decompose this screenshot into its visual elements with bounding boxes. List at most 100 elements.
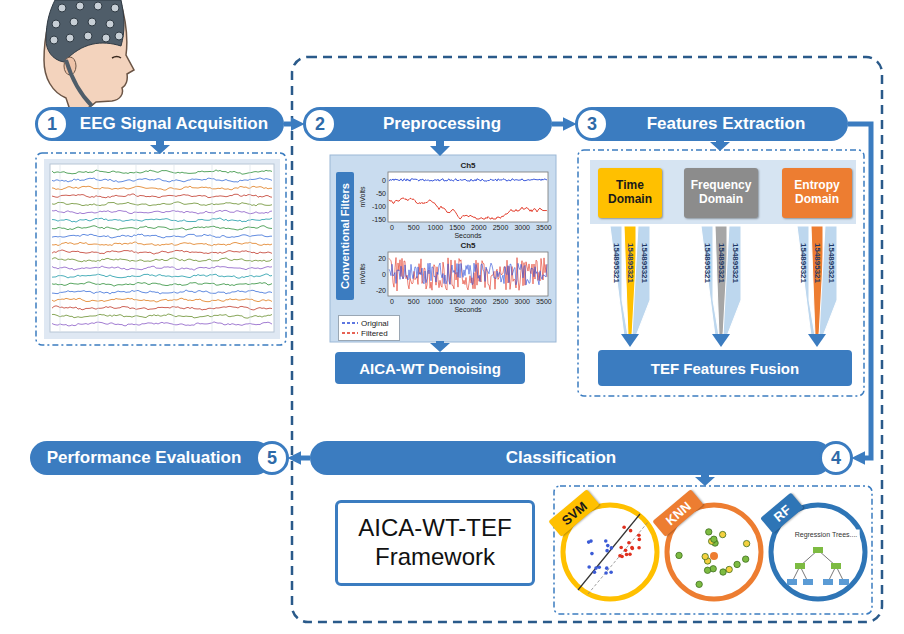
flow-arrow — [299, 456, 310, 461]
node-text: Time Domain — [600, 179, 660, 207]
chart-label: 2000 — [471, 298, 487, 305]
chart-label: Ch5 — [460, 162, 475, 170]
node-text: 5 — [267, 448, 277, 469]
down-arrow — [710, 140, 730, 151]
domain-box: Frequency Domain — [684, 168, 758, 218]
step-banner: EEG Signal Acquisition — [40, 107, 284, 141]
flow-arrow — [552, 122, 565, 127]
eeg-trace — [52, 306, 272, 310]
eeg-trace — [52, 210, 272, 214]
down-arrow — [430, 140, 450, 156]
eeg-trace — [52, 218, 272, 222]
step-number: 4 — [819, 441, 853, 475]
grid-line — [250, 165, 251, 331]
svm-point — [627, 541, 631, 545]
svm-point — [605, 549, 609, 553]
feature-funnels — [610, 226, 837, 347]
domain-panel — [590, 160, 856, 224]
down-arrow — [430, 341, 450, 352]
chart-label: 3500 — [536, 298, 552, 305]
funnel-arrow — [712, 334, 730, 347]
eye — [112, 57, 121, 59]
node-text: TEF Features Fusion — [651, 360, 799, 377]
rotated-label: 154895321 — [640, 243, 648, 283]
chart-label: 500 — [408, 298, 420, 305]
node-text: Conventional Filters — [339, 183, 351, 289]
framework-box: AICA-WT-TEF Framework — [335, 500, 535, 586]
svm-point — [597, 566, 601, 570]
node-text: 4 — [831, 448, 841, 469]
acquisition-panel — [44, 159, 280, 339]
eeg-trace — [52, 234, 272, 238]
svm-point — [587, 565, 591, 569]
chart-label: 2000 — [471, 224, 487, 231]
step-number: 5 — [255, 441, 289, 475]
step-number: 2 — [303, 107, 337, 141]
step-number: 3 — [575, 107, 609, 141]
knn-point — [696, 581, 702, 587]
node-text: RF — [771, 502, 794, 525]
rotated-label: 154895321 — [703, 243, 711, 283]
chart-label: 0 — [382, 177, 386, 184]
chart-label: 2500 — [493, 298, 509, 305]
node-text: AICA-WT-TEF Framework — [346, 514, 524, 572]
svm-point — [637, 534, 641, 538]
domain-box: Entropy Domain — [782, 168, 852, 218]
rotated-label: 154895321 — [731, 243, 739, 283]
svm-point — [637, 546, 641, 550]
legend-row: Filtered — [342, 328, 396, 338]
chart-label: Seconds — [454, 306, 481, 313]
eeg-trace — [52, 242, 272, 246]
svm-point — [629, 529, 633, 533]
domain-box: Time Domain — [598, 168, 662, 218]
grid-line — [98, 165, 99, 331]
chart-label: 1000 — [428, 224, 444, 231]
svm-hyperplane — [578, 514, 640, 590]
chart-label: 1500 — [449, 298, 465, 305]
classifier-art — [578, 514, 849, 594]
node-text: 1 — [47, 114, 57, 135]
node-text: Performance Evaluation — [47, 448, 242, 468]
eeg-trace — [52, 282, 272, 286]
legend-text: Original — [361, 319, 389, 328]
eeg-trace — [52, 250, 272, 254]
chart-label: 1500 — [449, 224, 465, 231]
eeg-plot — [50, 164, 274, 332]
funnel-arrow — [621, 334, 639, 347]
flow-arrow — [284, 122, 293, 127]
svm-point — [622, 526, 626, 530]
chart-label: 20 — [378, 255, 386, 262]
grid-line — [136, 165, 137, 331]
step-number: 1 — [35, 107, 69, 141]
svm-point — [620, 555, 624, 559]
filter-label-box: Conventional Filters — [336, 172, 354, 300]
grid-line — [212, 165, 213, 331]
knn-point — [711, 536, 717, 542]
eeg-trace — [52, 194, 272, 198]
legend-row: Original — [342, 318, 396, 328]
framework-region — [292, 57, 882, 622]
chart-label: 3000 — [514, 224, 530, 231]
filter-panel — [330, 155, 556, 342]
eeg-trace — [52, 314, 272, 318]
eeg-trace — [52, 226, 272, 230]
node-text: Features Extraction — [647, 114, 806, 134]
features-frame — [578, 150, 864, 396]
chart-top — [388, 172, 548, 222]
chart-bottom — [388, 252, 548, 296]
svm-point — [587, 540, 591, 544]
node-text: EEG Signal Acquisition — [80, 114, 268, 134]
knn-point — [720, 569, 726, 575]
acquisition-frame — [36, 153, 286, 345]
svm-point — [606, 544, 610, 548]
grid-line — [60, 165, 61, 331]
chart-label: 0 — [390, 298, 394, 305]
svm-point — [590, 552, 594, 556]
knn-point — [702, 553, 708, 559]
eeg-traces — [52, 165, 272, 331]
knn-query — [710, 552, 718, 560]
rotated-label: 154895321 — [626, 243, 634, 283]
eeg-trace — [52, 202, 272, 206]
step-banner: Preprocessing — [308, 107, 552, 141]
